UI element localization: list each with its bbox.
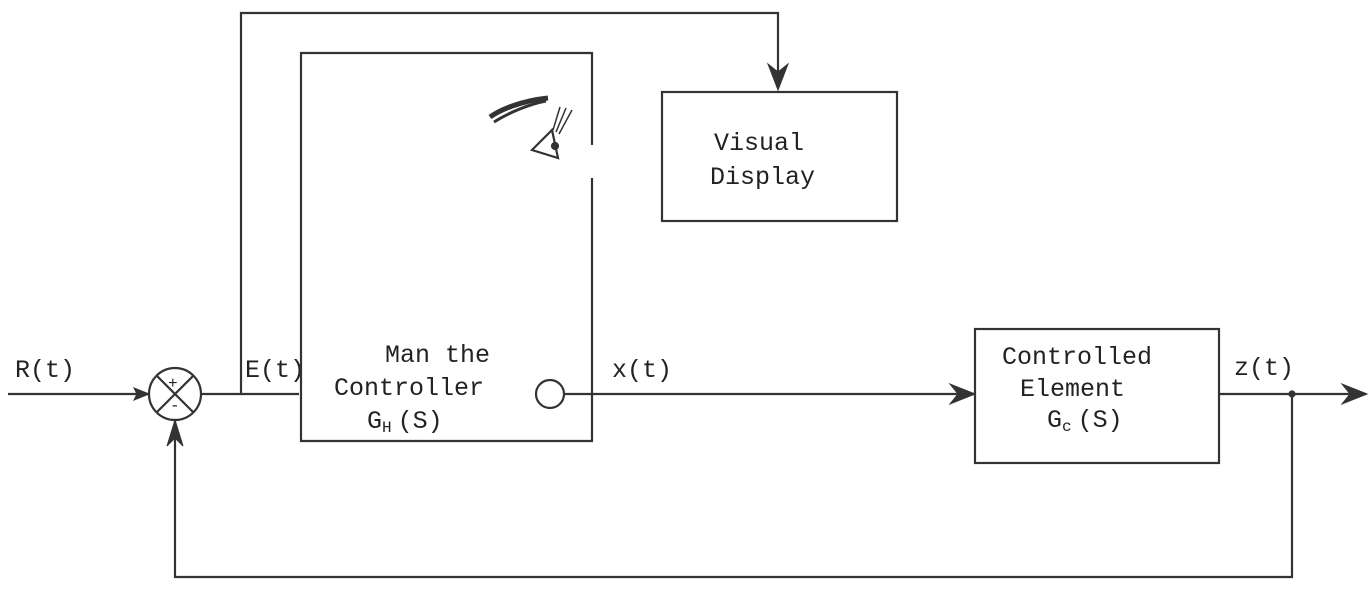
display-block-line1: Visual — [714, 129, 804, 158]
human-block-line1: Man the — [385, 341, 490, 370]
plant-block-line2: Element — [1020, 375, 1125, 404]
joystick-icon — [513, 289, 564, 408]
plant-block-line1: Controlled — [1002, 343, 1152, 372]
reference-input-line — [8, 388, 149, 400]
feedback-line — [167, 394, 1292, 577]
summing-junction: + - — [149, 368, 201, 420]
error-signal-label: E(t) — [245, 356, 305, 385]
reference-signal-label: R(t) — [15, 356, 75, 385]
plant-block-transfer-function: Gc(S) — [1047, 406, 1123, 436]
eye-icon — [490, 98, 572, 158]
output-signal-label: z(t) — [1234, 354, 1294, 383]
display-block-line2: Display — [710, 163, 815, 192]
human-block-transfer-function: GH(S) — [367, 407, 443, 437]
control-signal-line — [564, 384, 975, 404]
minus-sign: - — [170, 397, 180, 415]
error-signal-line — [201, 13, 788, 394]
plus-sign: + — [168, 375, 178, 393]
human-block-line2: Controller — [334, 374, 484, 403]
control-signal-label: x(t) — [612, 356, 672, 385]
